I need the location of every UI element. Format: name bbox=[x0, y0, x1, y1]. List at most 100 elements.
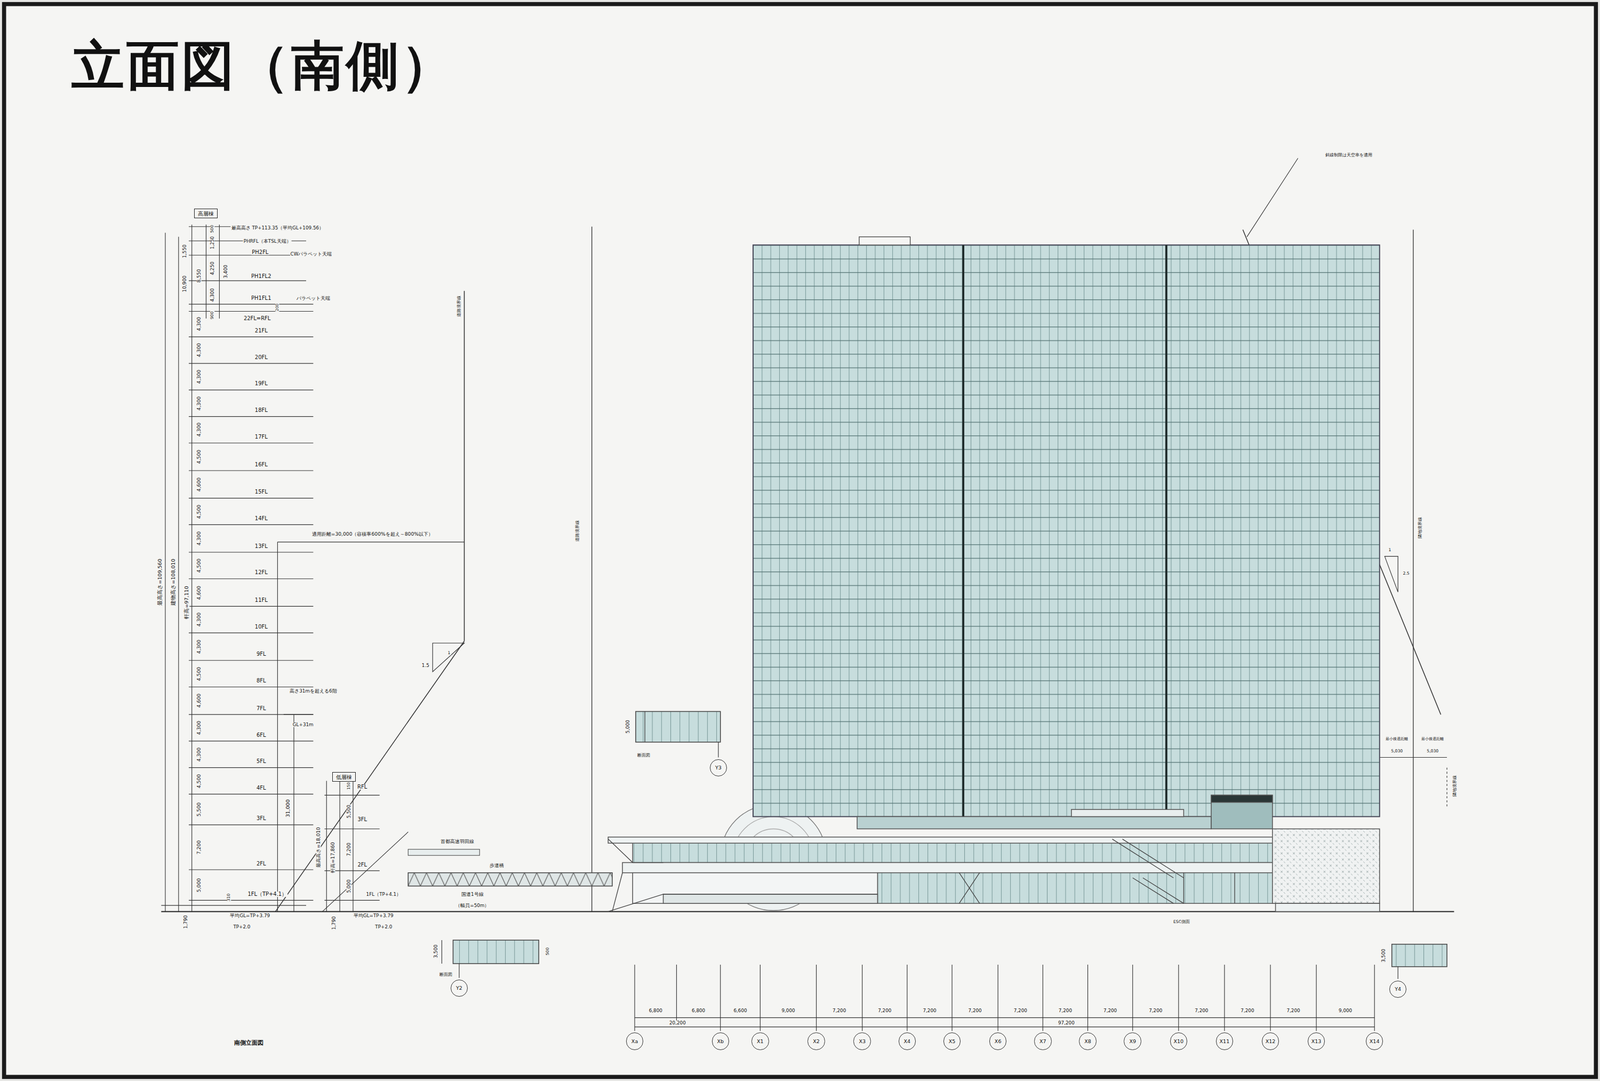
drawing-label: 1 bbox=[1387, 547, 1392, 552]
drawing-label: 適用距離=30,000（容積率600%を超え～800%以下） bbox=[311, 531, 434, 536]
drawing-label: 7,200 bbox=[1058, 1008, 1073, 1013]
axis-label: X9 bbox=[1129, 1038, 1136, 1044]
drawing-label: 1FL（TP+4.1） bbox=[246, 891, 288, 897]
grid-axis-bubble: Xa bbox=[626, 1032, 644, 1050]
dimension-text: 最高高さ=109,560 bbox=[157, 557, 164, 606]
axis-label: X3 bbox=[858, 1038, 866, 1044]
dimension-text: 1,550 bbox=[182, 243, 188, 259]
drawing-label: 12FL bbox=[254, 569, 269, 575]
drawing-label: PHRFL（本TSL天端） bbox=[243, 238, 292, 244]
dimension-text: 隣地境界線 bbox=[1418, 516, 1423, 539]
dimension-text: 4,300 bbox=[196, 530, 202, 546]
dimension-text: 4,300 bbox=[196, 395, 202, 411]
building-tag: 高層棟 bbox=[194, 208, 218, 219]
drawing-label: PH1FL1 bbox=[250, 295, 272, 301]
dimension-text: 8,550 bbox=[196, 268, 202, 283]
dimension-text: 500 bbox=[546, 946, 551, 956]
axis-label: X13 bbox=[1311, 1038, 1322, 1044]
drawing-label: GL+31m bbox=[292, 722, 315, 727]
dimension-text: 4,300 bbox=[210, 287, 215, 302]
dimension-text: 4,300 bbox=[196, 746, 202, 762]
axis-label: X1 bbox=[756, 1038, 764, 1044]
drawing-label: 7,200 bbox=[968, 1008, 983, 1013]
dimension-text: 4,300 bbox=[196, 369, 202, 384]
dimension-text: 150 bbox=[347, 781, 351, 790]
grid-axis-bubble: X14 bbox=[1365, 1032, 1384, 1050]
drawing-label: 20FL bbox=[254, 354, 269, 360]
drawing-label: 7,200 bbox=[1285, 1008, 1301, 1013]
drawing-label: パラペット天端 bbox=[296, 295, 331, 301]
drawing-label: 7,200 bbox=[832, 1008, 847, 1013]
axis-label: Xa bbox=[631, 1038, 638, 1044]
tag-label: 高層棟 bbox=[197, 210, 214, 216]
dimension-text: 隣地境界線 bbox=[1452, 774, 1458, 797]
grid-axis-bubble: X11 bbox=[1216, 1032, 1234, 1050]
dimension-text: 7,200 bbox=[346, 841, 352, 856]
drawing-label: 8FL bbox=[256, 677, 267, 684]
drawing-label: （幅員=50m） bbox=[454, 902, 490, 908]
axis-label: X5 bbox=[948, 1038, 956, 1044]
tag-label: 低層棟 bbox=[336, 773, 352, 780]
drawing-label: 断面図 bbox=[438, 972, 453, 977]
dimension-text: 4,600 bbox=[196, 585, 202, 600]
axis-label: X12 bbox=[1265, 1038, 1276, 1044]
drawing-title: 立面図（南側） bbox=[71, 38, 456, 92]
drawing-label: 1.5 bbox=[421, 662, 430, 668]
drawing-label: 断面図 bbox=[636, 753, 651, 758]
dimension-text: 4,500 bbox=[196, 557, 202, 573]
dimension-text: 5,500 bbox=[196, 801, 202, 817]
grid-axis-bubble: X7 bbox=[1034, 1032, 1052, 1050]
dimension-text: 5,000 bbox=[196, 877, 202, 893]
drawing-label: 9,000 bbox=[1338, 1008, 1353, 1013]
grid-axis-bubble: X4 bbox=[898, 1032, 917, 1050]
axis-label: Y2 bbox=[456, 985, 463, 991]
drawing-label: 高さ31mを超える6階 bbox=[289, 688, 338, 694]
drawing-label: 首都高速羽田線 bbox=[440, 838, 475, 844]
grid-axis-bubble: X2 bbox=[807, 1032, 826, 1050]
dimension-text: 最高高さ=18,010 bbox=[315, 826, 321, 868]
drawing-label: 9FL bbox=[256, 651, 267, 657]
grid-axis-bubble: X8 bbox=[1078, 1032, 1097, 1050]
drawing-label: ESC側面 bbox=[1172, 919, 1191, 924]
drawing-label: 6,600 bbox=[732, 1008, 748, 1013]
axis-label: X10 bbox=[1173, 1038, 1184, 1044]
dimension-text: 4,250 bbox=[210, 261, 215, 276]
drawing-label: 1FL（TP+4.1） bbox=[365, 891, 403, 897]
drawing-label: 13FL bbox=[254, 543, 269, 549]
dimension-text: 4,600 bbox=[196, 692, 202, 708]
dimension-text: 5,000 bbox=[346, 878, 352, 893]
dimension-text: 道路境界線 bbox=[575, 519, 580, 542]
dimension-text: 建物高さ=108,010 bbox=[170, 557, 176, 606]
grid-axis-bubble: X13 bbox=[1307, 1032, 1326, 1050]
drawing-caption: 南側立面図 bbox=[233, 1040, 264, 1046]
drawing-label: PH2FL bbox=[251, 249, 269, 255]
drawing-label: 平均GL=TP+3.79 bbox=[353, 913, 395, 918]
axis-label: X7 bbox=[1039, 1038, 1047, 1044]
axis-label: X8 bbox=[1084, 1038, 1092, 1044]
dimension-text: 4,300 bbox=[196, 611, 202, 627]
drawing-label: 2.5 bbox=[1402, 571, 1410, 576]
dimension-text: 4,300 bbox=[196, 316, 202, 332]
dimension-text: 3,500 bbox=[433, 944, 439, 959]
grid-axis-bubble: X5 bbox=[943, 1032, 962, 1050]
drawing-label: 最小後退距離 bbox=[1420, 737, 1445, 741]
drawing-label: 最高高さ TP+113.35（平均GL+109.56） bbox=[230, 225, 325, 230]
drawing-label: TP+2.0 bbox=[232, 924, 251, 930]
axis-label: X11 bbox=[1219, 1038, 1230, 1044]
dimension-text: 3,400 bbox=[222, 264, 228, 279]
dimension-text: 4,300 bbox=[196, 421, 202, 437]
dimension-text: 4,600 bbox=[196, 476, 202, 492]
dimension-text: 7,200 bbox=[196, 839, 202, 855]
axis-label: Y4 bbox=[1394, 986, 1402, 992]
dimension-text: 道路境界線 bbox=[457, 294, 462, 318]
drawing-label: 6FL bbox=[256, 732, 267, 738]
drawing-label: 14FL bbox=[254, 515, 269, 522]
drawing-label: 7,200 bbox=[1240, 1008, 1255, 1013]
dimension-text: 4,300 bbox=[196, 638, 202, 654]
drawing-label: 6,800 bbox=[648, 1008, 663, 1013]
dimension-text: 4,300 bbox=[196, 720, 202, 735]
drawing-label: RFL bbox=[356, 784, 368, 790]
drawing-label: 5FL bbox=[256, 758, 267, 764]
